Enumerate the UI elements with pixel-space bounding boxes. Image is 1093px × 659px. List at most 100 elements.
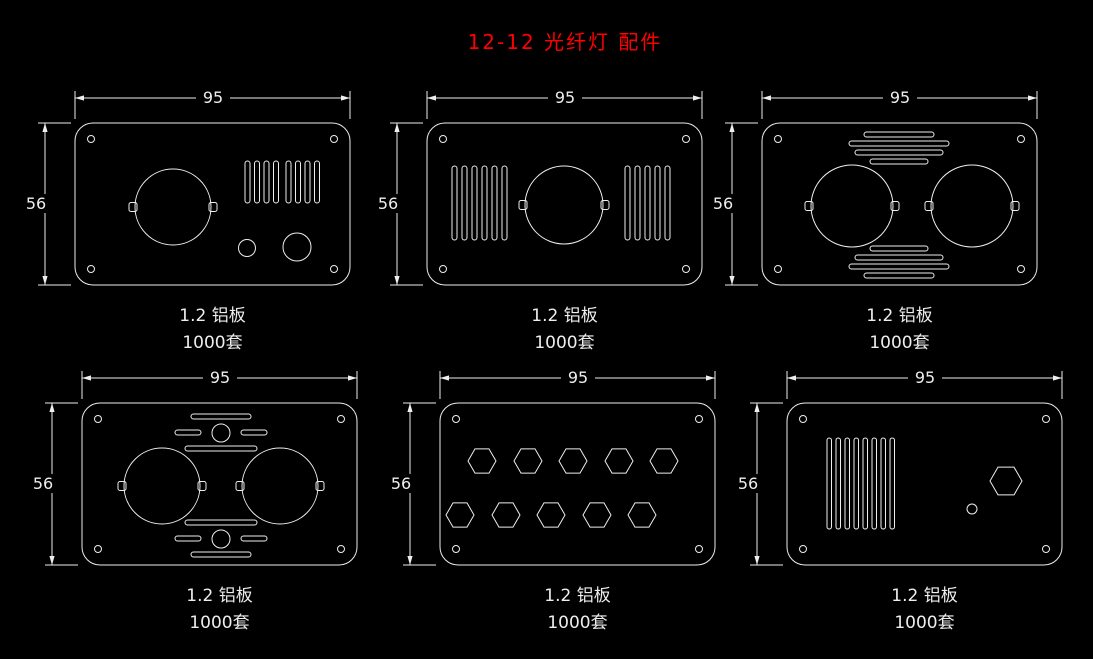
corner-hole bbox=[87, 265, 95, 273]
corner-hole bbox=[682, 265, 690, 273]
vent-slots-vertical bbox=[826, 437, 895, 530]
corner-hole bbox=[337, 415, 345, 423]
plate-outline bbox=[426, 122, 703, 286]
height-dimension-label: 56 bbox=[26, 194, 46, 213]
panel-2: 95 56 1.2 铝板 1000套 bbox=[357, 78, 717, 357]
hex-hole bbox=[989, 466, 1023, 496]
corner-hole bbox=[439, 265, 447, 273]
panel-1-quantity: 1000套 bbox=[182, 333, 243, 353]
keyed-circle-hole bbox=[924, 164, 1020, 248]
plate-outline bbox=[439, 402, 716, 566]
height-dimension-label: 56 bbox=[391, 474, 411, 493]
dimensions: 95 56 bbox=[21, 88, 351, 286]
corner-hole bbox=[94, 545, 102, 553]
hex-hole bbox=[513, 448, 543, 474]
panel-4-drawing: 95 56 bbox=[28, 368, 358, 566]
panel-5-drawing: 95 56 bbox=[386, 368, 716, 566]
height-dimension-label: 56 bbox=[713, 194, 733, 213]
corner-hole bbox=[1017, 265, 1025, 273]
corner-hole bbox=[774, 265, 782, 273]
dimensions: 95 56 bbox=[28, 368, 358, 566]
width-dimension-label: 95 bbox=[555, 88, 575, 107]
plate-outline bbox=[786, 402, 1063, 566]
corner-hole bbox=[94, 415, 102, 423]
corner-hole bbox=[695, 415, 703, 423]
panel-5: 95 56 1.2 铝板 1000套 bbox=[370, 358, 730, 637]
hex-hole bbox=[582, 502, 612, 528]
corner-hole bbox=[452, 545, 460, 553]
width-dimension-label: 95 bbox=[915, 368, 935, 387]
corner-hole bbox=[1017, 135, 1025, 143]
keyed-circle-hole bbox=[128, 168, 218, 246]
corner-hole bbox=[799, 415, 807, 423]
round-hole bbox=[238, 239, 256, 257]
corner-hole bbox=[337, 545, 345, 553]
corner-hole bbox=[1042, 545, 1050, 553]
panel-5-quantity: 1000套 bbox=[547, 613, 608, 633]
dimensions: 95 56 bbox=[708, 88, 1038, 286]
panel-1-drawing: 95 56 bbox=[21, 88, 351, 286]
dimensions: 95 56 bbox=[373, 88, 703, 286]
round-hole bbox=[211, 423, 231, 443]
panel-3-material: 1.2 铝板 bbox=[866, 306, 933, 326]
panel-2-quantity: 1000套 bbox=[534, 333, 595, 353]
width-dimension-label: 95 bbox=[890, 88, 910, 107]
corner-hole bbox=[682, 135, 690, 143]
hex-hole bbox=[491, 502, 521, 528]
corner-hole bbox=[452, 415, 460, 423]
round-hole bbox=[282, 232, 312, 262]
drawing-title: 12-12 光纤灯 配件 bbox=[467, 30, 663, 54]
panel-4: 95 56 1.2 铝板 1000套 bbox=[12, 358, 372, 637]
width-dimension-label: 95 bbox=[210, 368, 230, 387]
hex-hole bbox=[627, 502, 657, 528]
panel-3: 95 56 1.2 铝板 1000套 bbox=[692, 78, 1052, 357]
plate-outline bbox=[74, 122, 351, 286]
panel-3-drawing: 95 56 bbox=[708, 88, 1038, 286]
dimensions: 95 56 bbox=[733, 368, 1063, 566]
corner-hole bbox=[774, 135, 782, 143]
hex-hole bbox=[445, 502, 475, 528]
panel-6-quantity: 1000套 bbox=[894, 613, 955, 633]
plate-outline bbox=[81, 402, 358, 566]
panel-4-quantity: 1000套 bbox=[189, 613, 250, 633]
corner-hole bbox=[695, 545, 703, 553]
vent-slots-vertical bbox=[451, 165, 508, 241]
vent-slots-vertical bbox=[624, 165, 671, 241]
vent-slots-vertical bbox=[285, 160, 320, 204]
round-hole bbox=[966, 503, 978, 515]
width-dimension-label: 95 bbox=[203, 88, 223, 107]
round-hole bbox=[211, 529, 231, 549]
keyed-circle-hole bbox=[804, 164, 900, 248]
corner-hole bbox=[87, 135, 95, 143]
corner-hole bbox=[1042, 415, 1050, 423]
panel-1: 95 56 1.2 铝板 1000套 bbox=[5, 78, 365, 357]
vent-slots-horizontal bbox=[848, 245, 950, 279]
panel-2-drawing: 95 56 bbox=[373, 88, 703, 286]
keyed-circle-hole bbox=[117, 447, 207, 525]
panel-1-material: 1.2 铝板 bbox=[179, 306, 246, 326]
panel-5-material: 1.2 铝板 bbox=[544, 586, 611, 606]
panel-3-quantity: 1000套 bbox=[869, 333, 930, 353]
corner-hole bbox=[439, 135, 447, 143]
dimensions: 95 56 bbox=[386, 368, 716, 566]
corner-hole bbox=[799, 545, 807, 553]
panel-4-material: 1.2 铝板 bbox=[186, 586, 253, 606]
hex-hole bbox=[467, 448, 497, 474]
hex-hole bbox=[649, 448, 679, 474]
keyed-circle-hole bbox=[235, 447, 325, 525]
height-dimension-label: 56 bbox=[378, 194, 398, 213]
panel-2-material: 1.2 铝板 bbox=[531, 306, 598, 326]
height-dimension-label: 56 bbox=[33, 474, 53, 493]
hex-hole bbox=[604, 448, 634, 474]
keyed-circle-hole bbox=[518, 165, 610, 245]
width-dimension-label: 95 bbox=[568, 368, 588, 387]
corner-hole bbox=[330, 265, 338, 273]
hex-hole bbox=[536, 502, 566, 528]
height-dimension-label: 56 bbox=[738, 474, 758, 493]
panel-6-drawing: 95 56 bbox=[733, 368, 1063, 566]
vent-slots-horizontal bbox=[848, 131, 950, 165]
vent-slots-vertical bbox=[244, 160, 279, 204]
plate-outline bbox=[761, 122, 1038, 286]
